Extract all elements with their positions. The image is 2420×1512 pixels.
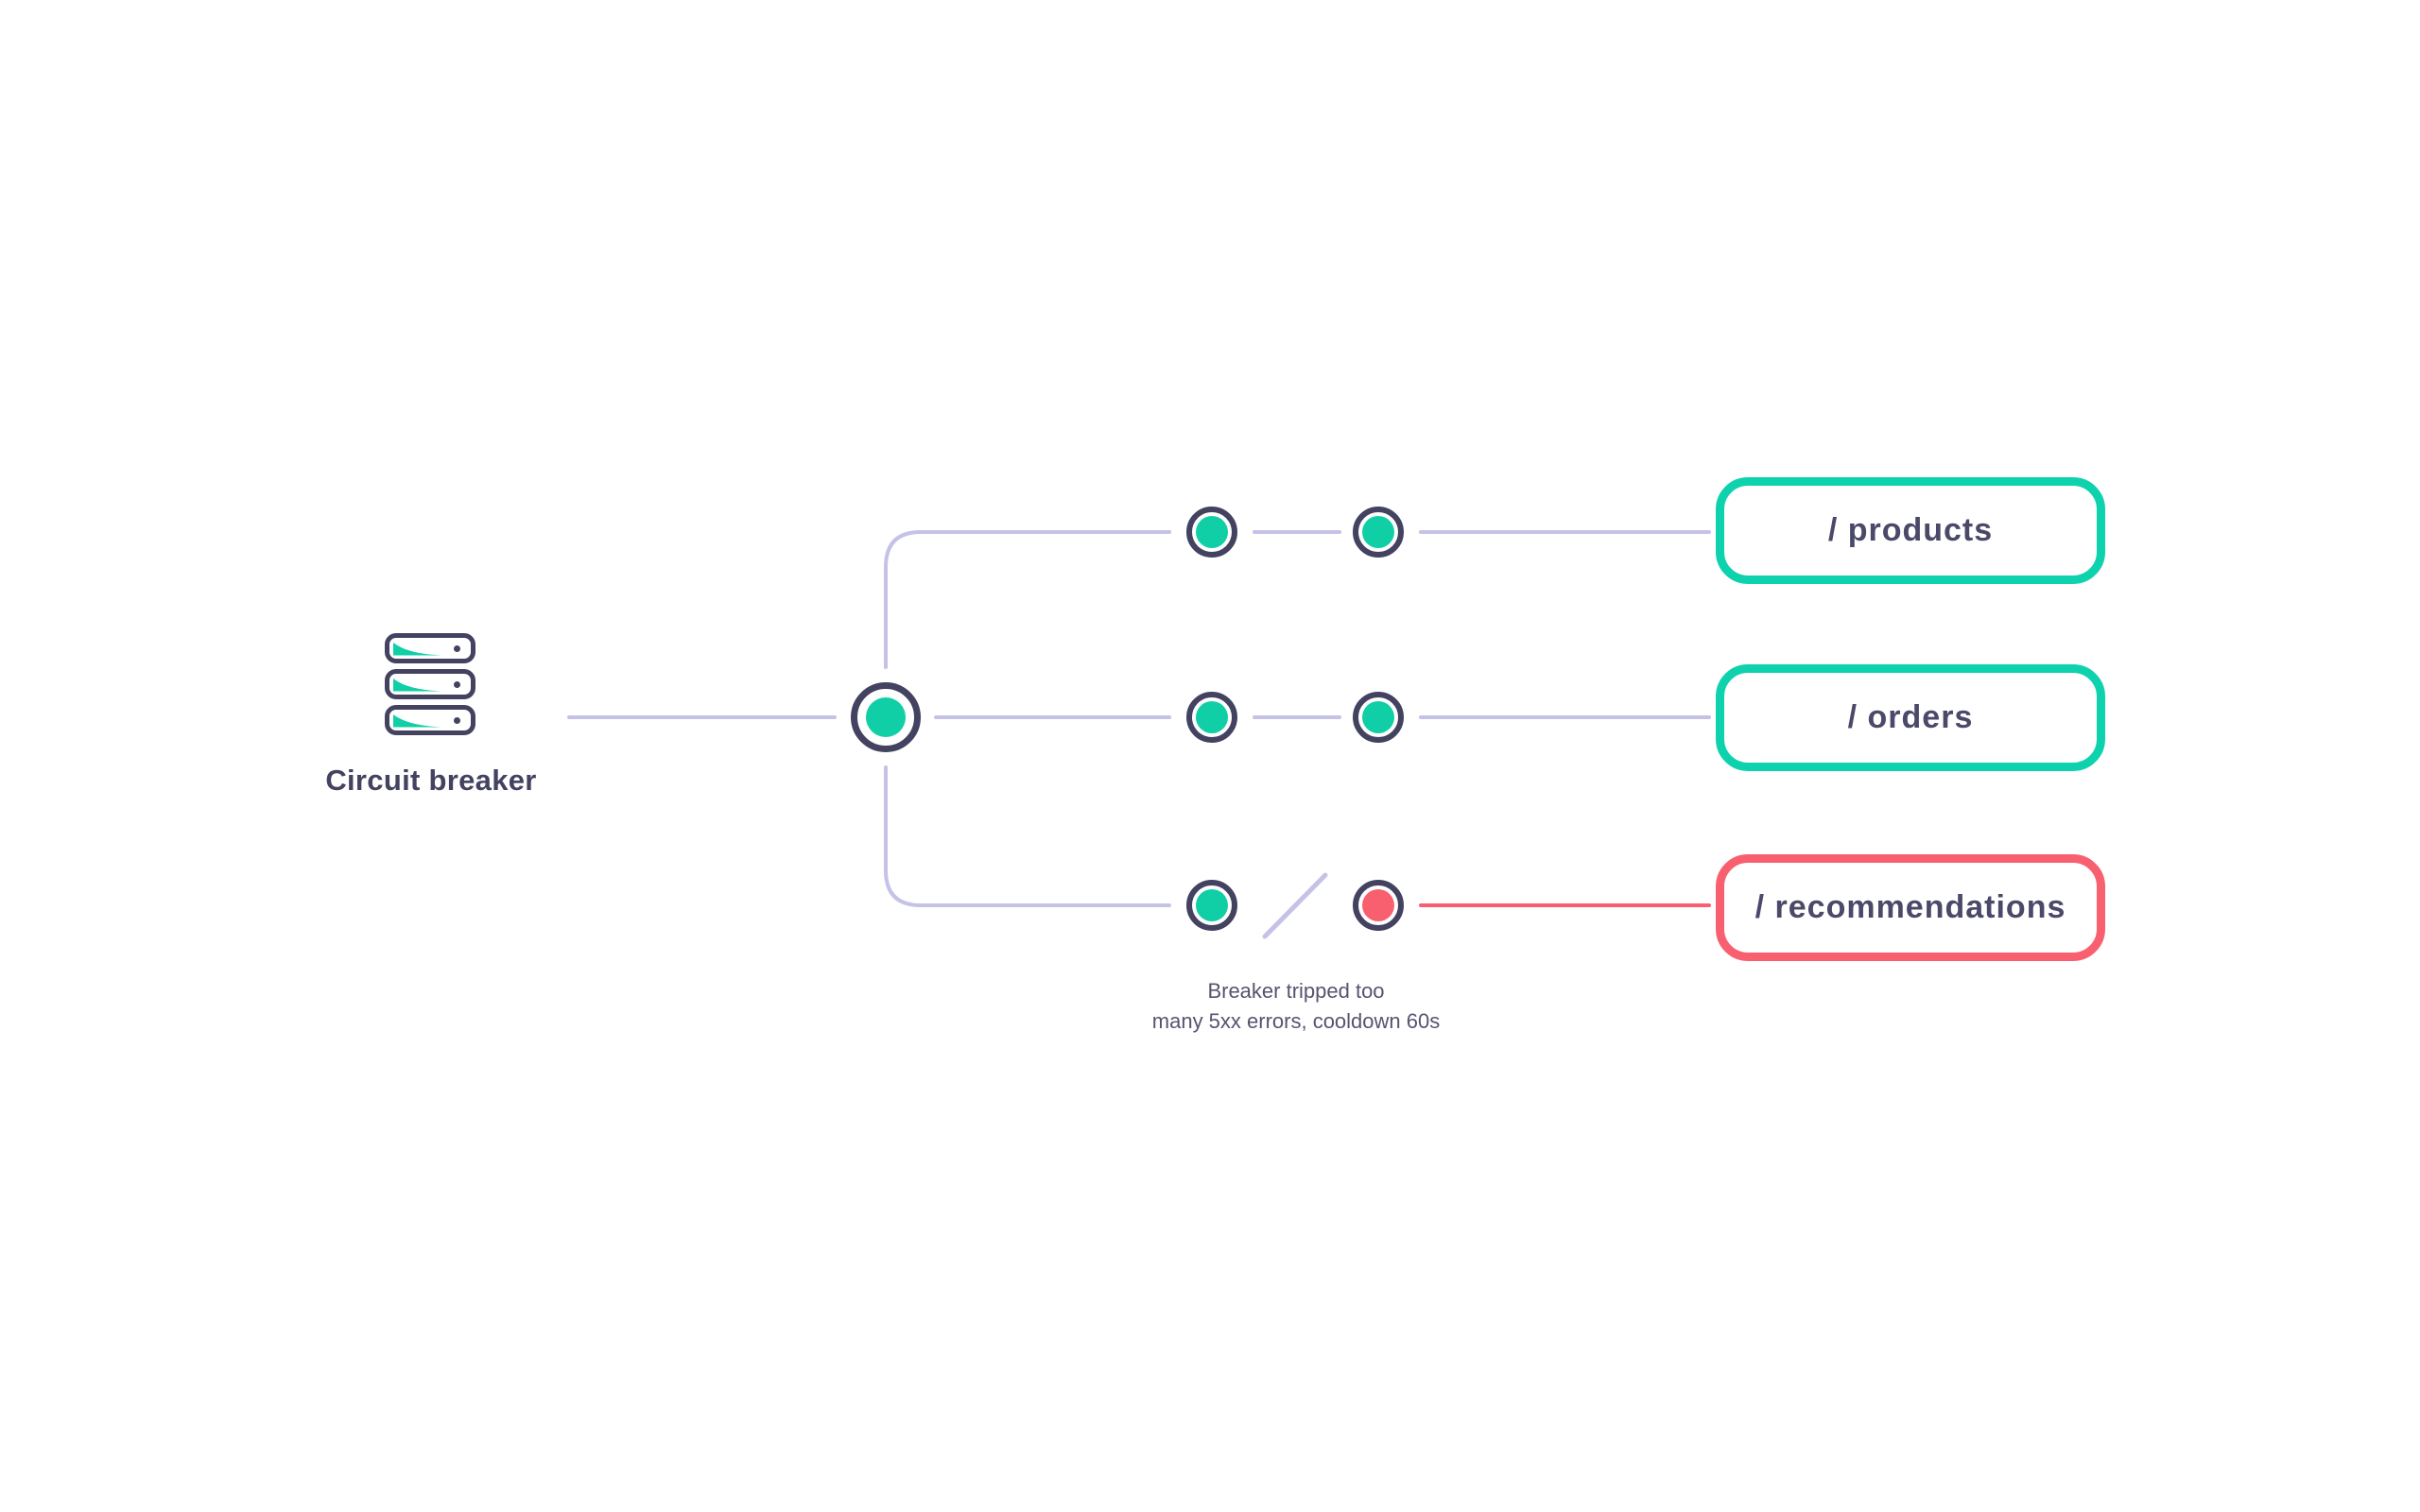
endpoint-label: / products: [1827, 512, 1994, 548]
orders-node-2: [1353, 692, 1404, 743]
tripped-annotation-line1: Breaker tripped too: [1207, 979, 1385, 1003]
connector-hub-to-bottom-branch: [884, 765, 1171, 907]
hub-node: [851, 682, 921, 752]
recommendations-node-tripped: [1353, 880, 1404, 931]
server-led-icon: [454, 680, 460, 688]
node-status-dot: [1196, 889, 1228, 921]
recommendations-node-1: [1186, 880, 1237, 931]
hub-node-status-dot: [866, 697, 906, 737]
tripped-annotation: Breaker tripped too many 5xx errors, coo…: [1107, 976, 1485, 1037]
node-status-dot: [1362, 701, 1394, 733]
server-slab-icon: [385, 669, 475, 699]
node-status-dot-tripped: [1362, 889, 1394, 921]
server-stack-icon: [385, 633, 475, 737]
tripped-annotation-line2: many 5xx errors, cooldown 60s: [1151, 1009, 1441, 1033]
endpoint-box-orders: / orders: [1716, 664, 2105, 771]
server-slab-icon: [385, 705, 475, 735]
products-node-1: [1186, 507, 1237, 558]
open-switch-slash-icon: [1262, 872, 1328, 939]
server-led-icon: [454, 716, 460, 724]
node-status-dot: [1196, 701, 1228, 733]
orders-node-1: [1186, 692, 1237, 743]
products-node-2: [1353, 507, 1404, 558]
endpoint-label: / orders: [1847, 699, 1974, 735]
server-slab-icon: [385, 633, 475, 663]
activity-spark-icon: [393, 679, 441, 692]
connector-hub-to-top-branch: [884, 530, 1171, 669]
server-led-icon: [454, 644, 460, 652]
node-status-dot: [1196, 516, 1228, 548]
endpoint-label: / recommendations: [1754, 889, 2066, 925]
node-status-dot: [1362, 516, 1394, 548]
endpoint-box-products: / products: [1716, 477, 2105, 584]
circuit-breaker-label: Circuit breaker: [325, 764, 537, 797]
endpoint-box-recommendations: / recommendations: [1716, 854, 2105, 961]
activity-spark-icon: [393, 643, 441, 656]
activity-spark-icon: [393, 714, 441, 728]
